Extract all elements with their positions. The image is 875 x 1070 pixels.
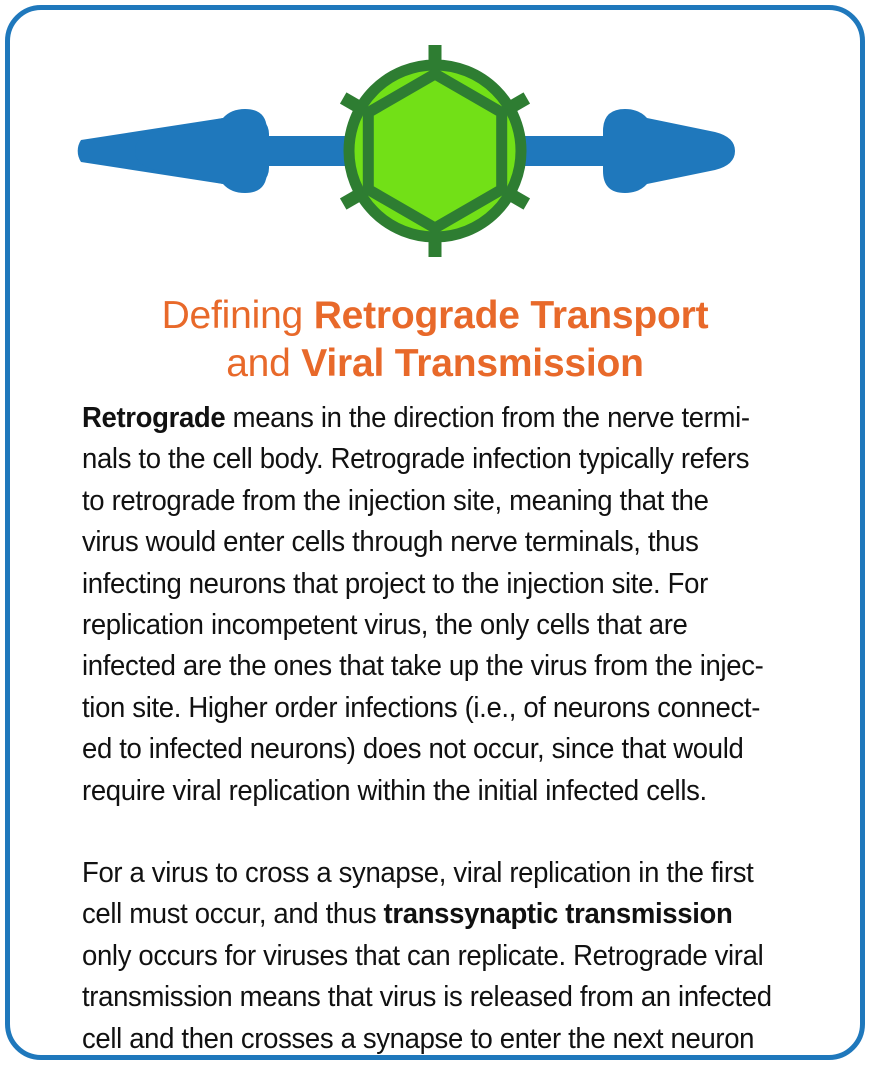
illustration-header xyxy=(10,10,860,292)
page-title-line-1-regular: Defining xyxy=(161,294,314,337)
left-arrow-icon xyxy=(77,109,355,193)
emphasis-text: transsynaptic transmission xyxy=(383,898,733,931)
paragraph-transsynaptic: For a virus to cross a synapse, viral re… xyxy=(82,853,780,1055)
paragraph-retrograde: Retrograde means in the direction from t… xyxy=(82,398,780,812)
page-title-line-1: Defining Retrograde Transport xyxy=(50,292,820,340)
emphasis-text: Retrograde xyxy=(82,402,226,434)
page-title: Defining Retrograde Transport and Viral … xyxy=(10,292,860,388)
page-title-line-2-regular: and xyxy=(226,342,302,385)
page-title-line-2-bold: Viral Transmission xyxy=(301,342,644,385)
body-text: only occurs for viruses that can replica… xyxy=(82,939,772,1055)
page-title-line-2: and Viral Transmission xyxy=(50,340,820,388)
body-copy: Retrograde means in the direction from t… xyxy=(10,388,860,1055)
info-card: Defining Retrograde Transport and Viral … xyxy=(5,5,865,1060)
body-text: means in the direction from the nerve te… xyxy=(82,402,764,807)
virus-particle-icon xyxy=(339,45,531,257)
body-text: For a virus to cross a synapse, viral re… xyxy=(82,857,754,931)
right-arrow-icon xyxy=(515,109,735,193)
page-title-line-1-bold: Retrograde Transport xyxy=(313,294,709,337)
retrograde-transport-diagram xyxy=(77,45,735,257)
